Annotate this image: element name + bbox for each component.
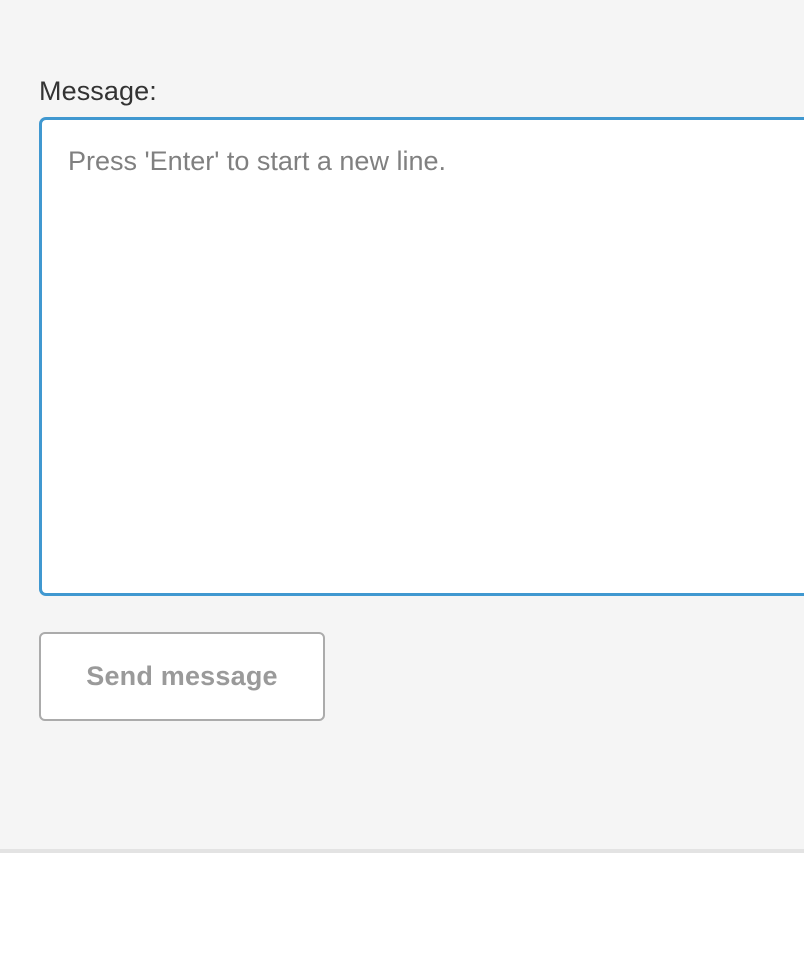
- content-area-below: [0, 853, 804, 980]
- send-message-button[interactable]: Send message: [39, 632, 325, 721]
- message-composer-panel: Message: Send message: [39, 76, 804, 721]
- message-field-label: Message:: [39, 76, 157, 106]
- message-input[interactable]: [39, 117, 804, 596]
- panel-divider: [0, 849, 804, 853]
